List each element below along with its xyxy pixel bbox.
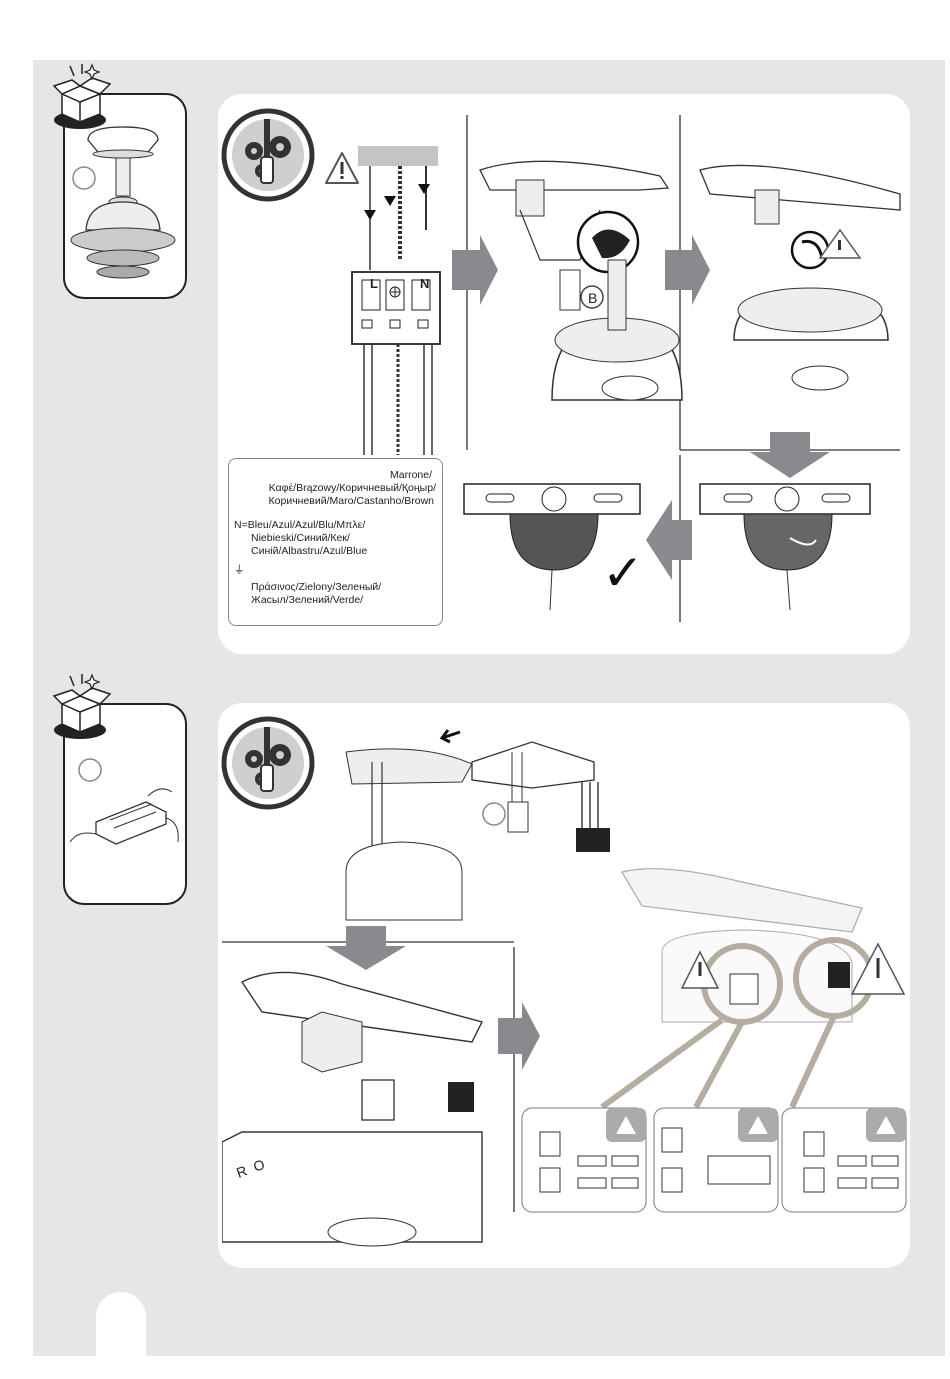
connector-b-label: B	[588, 290, 597, 306]
step-b-wiring-diagram	[222, 722, 910, 1250]
open-box-icon	[48, 62, 118, 132]
legend-earth-line-2: Жасыл/Зелений/Verde/	[251, 594, 363, 606]
legend-neutral-line-3: Синій/Albastru/Azul/Blue	[251, 545, 367, 557]
page-tab	[96, 1292, 146, 1362]
legend-neutral-line-1: N=Bleu/Azul/Azul/Blu/Μπλε/	[234, 519, 365, 531]
screwdriver-gears-icon	[218, 105, 318, 205]
terminal-live-label: L	[370, 276, 378, 291]
legend-live-line-2: Καφέ/Brązowy/Коричневый/Қоңыр/	[269, 482, 436, 494]
wire-color-legend: Marrone/ Καφέ/Brązowy/Коричневый/Қоңыр/ …	[228, 458, 443, 626]
terminal-neutral-label: N	[420, 276, 429, 291]
completion-check-mark: ✓	[602, 548, 644, 598]
legend-earth-symbol: ⏚	[234, 564, 245, 576]
open-box-icon	[48, 672, 118, 742]
legend-live-line-3: Коричневий/Maro/Castanho/Brown	[269, 495, 434, 507]
legend-live-line-1: Marrone/	[390, 469, 432, 481]
legend-earth-line-1: Πράσινος/Zielony/Зеленый/	[251, 581, 381, 593]
legend-neutral-line-2: Niebieski/Синий/Кек/	[251, 532, 350, 544]
